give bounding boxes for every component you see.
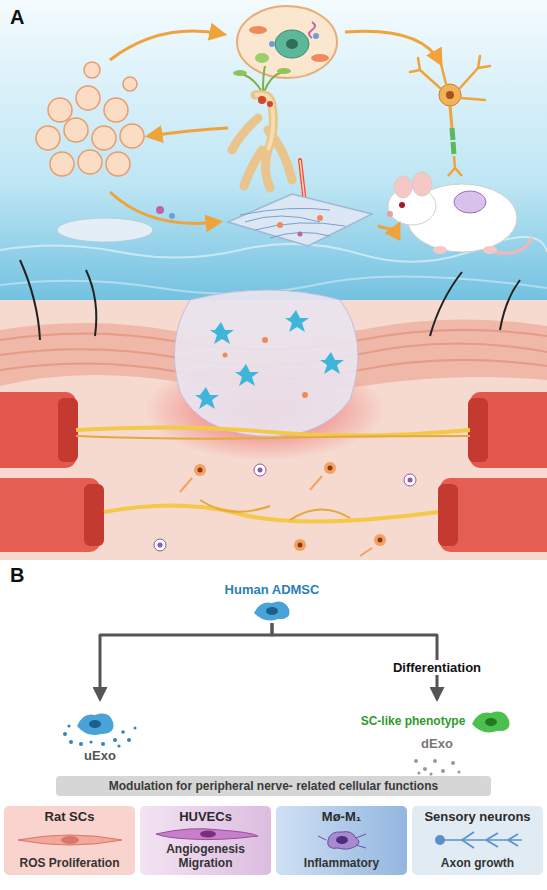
phenotype-label: SC-like phenotype <box>361 714 466 728</box>
panel-label: B <box>10 564 24 587</box>
box-heading: Sensory neurons <box>424 809 530 824</box>
box-body: Inflammatory <box>304 856 379 870</box>
box-body: Axon growth <box>441 856 514 870</box>
box-body: ROS Proliferation <box>19 856 119 870</box>
function-box: Mø-M₁ Inflammatory <box>276 806 407 875</box>
cell-icon <box>469 706 513 736</box>
function-box: Rat SCsROS Proliferation <box>4 806 135 875</box>
exosome-node: SC-like phenotype dExo <box>352 700 522 777</box>
edge-label: Differentiation <box>390 660 484 675</box>
neuron-icon <box>422 830 534 850</box>
cell-icon <box>14 831 126 849</box>
cell-node: Human ADMSC <box>212 582 332 623</box>
function-box: Sensory neuronsAxon growth <box>412 806 543 875</box>
band-text: Modulation for peripheral nerve- related… <box>109 779 438 793</box>
box-heading: Mø-M₁ <box>322 809 361 824</box>
function-box: HUVECsAngiogenesis Migration <box>140 806 271 875</box>
cell-icon <box>286 830 398 850</box>
box-heading: HUVECs <box>179 809 232 824</box>
cell-label: Human ADMSC <box>225 582 320 597</box>
illustration <box>0 0 547 560</box>
panel-label: A <box>10 6 24 29</box>
exosome-dots <box>411 755 463 777</box>
box-body: Angiogenesis Migration <box>144 842 267 871</box>
connector-arrow <box>100 623 272 699</box>
box-heading: Rat SCs <box>45 809 95 824</box>
exosome-label: dExo <box>421 736 453 751</box>
exosome-label: uExo <box>84 748 116 763</box>
exosome-node: uExo <box>57 700 143 763</box>
cell-icon <box>150 824 262 842</box>
heading-band: Modulation for peripheral nerve- related… <box>56 776 491 796</box>
cell-icon <box>57 704 143 748</box>
cell-icon <box>251 597 293 623</box>
